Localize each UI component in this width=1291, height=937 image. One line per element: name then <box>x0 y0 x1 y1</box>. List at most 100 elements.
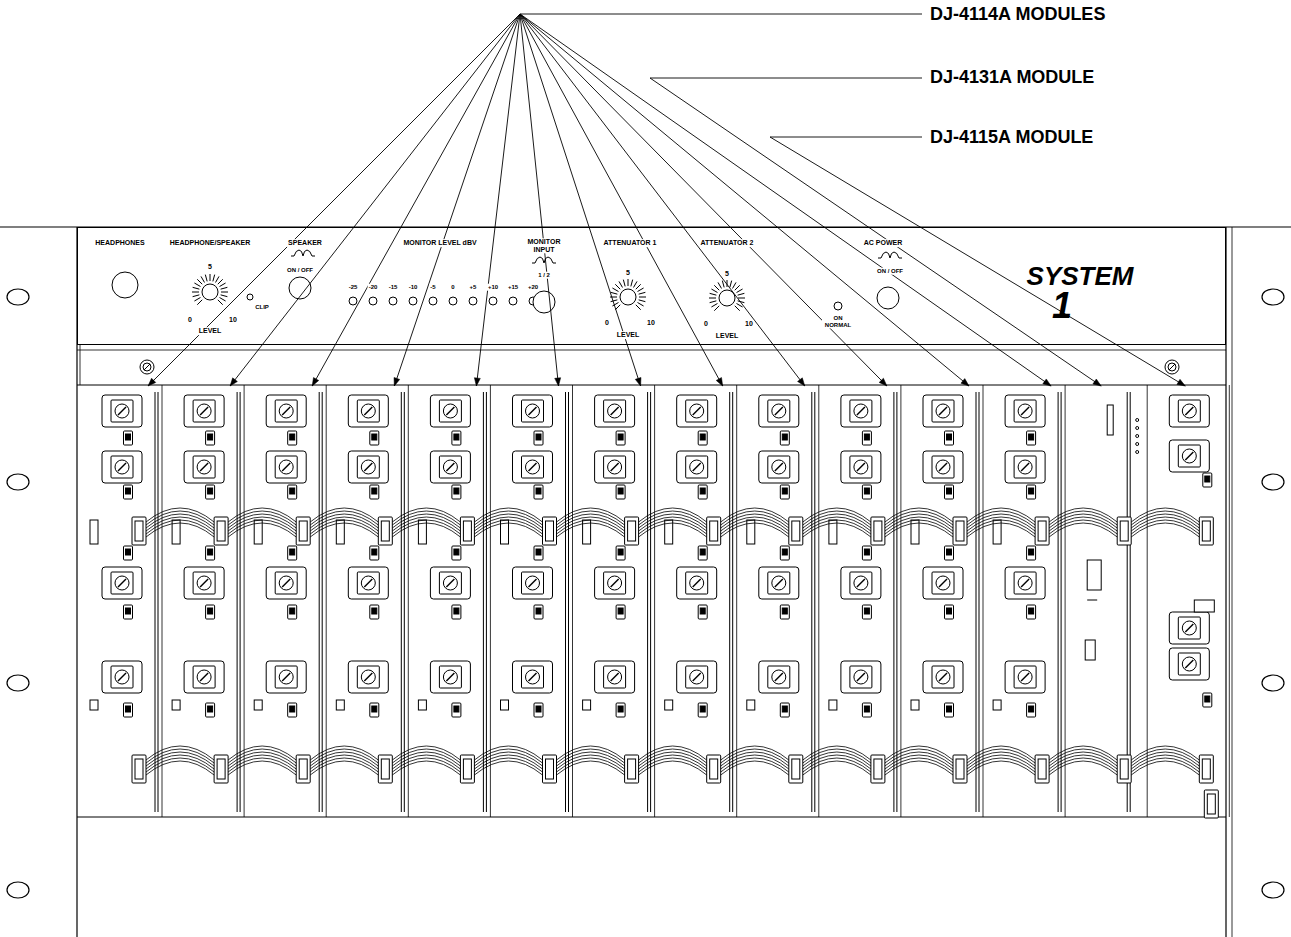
ribbon-cable <box>803 752 871 766</box>
pot-bracket <box>102 395 142 427</box>
card-edge <box>732 392 733 812</box>
ribbon-cable <box>639 752 707 766</box>
trimpot-slot <box>364 673 372 681</box>
dip-switch <box>862 431 871 445</box>
dip-switch-lever <box>700 608 705 614</box>
trimpot-slot <box>200 463 208 471</box>
module-divider <box>1147 385 1148 817</box>
ribbon-cable <box>146 758 214 772</box>
leader-line <box>520 14 641 386</box>
dip-switch-lever <box>1205 476 1210 482</box>
pot-bracket <box>595 395 635 427</box>
trimpot-slot <box>939 407 947 415</box>
ribbon-connector <box>460 755 474 783</box>
knob-tick <box>220 283 226 287</box>
panel-label: 0 <box>703 320 709 328</box>
ribbon-cable <box>474 761 542 775</box>
panel-label: MONITOR LEVEL dBV <box>402 239 477 247</box>
edge-part <box>254 700 262 710</box>
trimpot-slot <box>200 673 208 681</box>
part <box>1087 560 1101 590</box>
card-edge <box>240 392 241 812</box>
trimpot <box>357 400 379 422</box>
ribbon-connector <box>1120 521 1128 541</box>
band-edge <box>80 345 81 385</box>
leader-line <box>230 14 520 386</box>
dip-switch-lever <box>1205 696 1210 702</box>
dip-switch <box>534 703 543 717</box>
dip-switch-lever <box>372 706 377 712</box>
ribbon-cable <box>967 761 1035 775</box>
pot-bracket <box>841 567 881 599</box>
panel-label: CLIP <box>254 304 270 311</box>
ribbon-cable <box>228 523 296 537</box>
ribbon-cable <box>967 514 1035 528</box>
trimpot-slot <box>200 407 208 415</box>
dip-switch-lever <box>947 488 952 494</box>
trimpot-dial <box>197 670 211 684</box>
trimpot-slot <box>118 407 126 415</box>
dip-switch <box>288 605 297 619</box>
trimpot <box>439 456 461 478</box>
trimpot-dial <box>197 576 211 590</box>
ribbon-cable <box>639 755 707 769</box>
dip-switch-lever <box>1029 608 1034 614</box>
trimpot-slot <box>857 463 865 471</box>
trimpot-dial <box>936 576 950 590</box>
panel-label: 0 <box>450 284 455 291</box>
pot-bracket <box>677 395 717 427</box>
knob-tick <box>623 280 625 287</box>
card-edge <box>976 392 977 812</box>
trimpot <box>111 456 133 478</box>
rack-side <box>1232 227 1233 937</box>
dip-switch-lever <box>290 549 295 555</box>
trimpot-slot <box>611 673 619 681</box>
pot-bracket <box>513 661 553 693</box>
ribbon-cable <box>885 520 953 534</box>
leader-arrowhead <box>716 378 722 386</box>
ribbon-cable <box>803 755 871 769</box>
ribbon-cable <box>1131 752 1199 766</box>
dip-switch-lever <box>208 434 213 440</box>
ribbon-cable <box>639 514 707 528</box>
trimpot-slot <box>282 407 290 415</box>
dip-switch <box>206 431 215 445</box>
trimpot-slot <box>529 407 537 415</box>
dip-switch <box>698 703 707 717</box>
clip-led <box>247 294 253 300</box>
ribbon-connector <box>625 755 639 783</box>
ribbon-cable <box>1049 755 1117 769</box>
ribbon-cable <box>1049 514 1117 528</box>
leader-arrowhead <box>474 378 480 386</box>
ribbon-cable <box>1049 517 1117 531</box>
dip-switch-lever <box>618 434 623 440</box>
module-divider <box>490 385 491 817</box>
knob-tick <box>730 281 732 288</box>
part <box>1194 600 1214 612</box>
dip-switch-lever <box>1029 706 1034 712</box>
dip-switch-lever <box>208 488 213 494</box>
power-button <box>877 287 899 309</box>
trimpot-dial <box>936 670 950 684</box>
trimpot-dial <box>854 460 868 474</box>
dip-switch <box>452 546 461 560</box>
trimpot-slot <box>200 579 208 587</box>
dip-switch-lever <box>1029 549 1034 555</box>
leader-line <box>520 14 922 15</box>
trimpot-dial <box>1182 404 1196 418</box>
ribbon-cable <box>557 523 625 537</box>
trimpot <box>686 572 708 594</box>
ribbon-connector <box>956 521 964 541</box>
trimpot-slot <box>775 673 783 681</box>
ribbon-cable <box>474 514 542 528</box>
dip-switch <box>534 431 543 445</box>
trimpot <box>768 400 790 422</box>
ribbon-connector <box>217 759 225 779</box>
trimpot-slot <box>529 673 537 681</box>
dip-switch <box>124 485 133 499</box>
ribbon-cable <box>146 523 214 537</box>
pot-bracket <box>102 661 142 693</box>
trimpot-dial <box>772 460 786 474</box>
meter-led <box>469 297 477 305</box>
